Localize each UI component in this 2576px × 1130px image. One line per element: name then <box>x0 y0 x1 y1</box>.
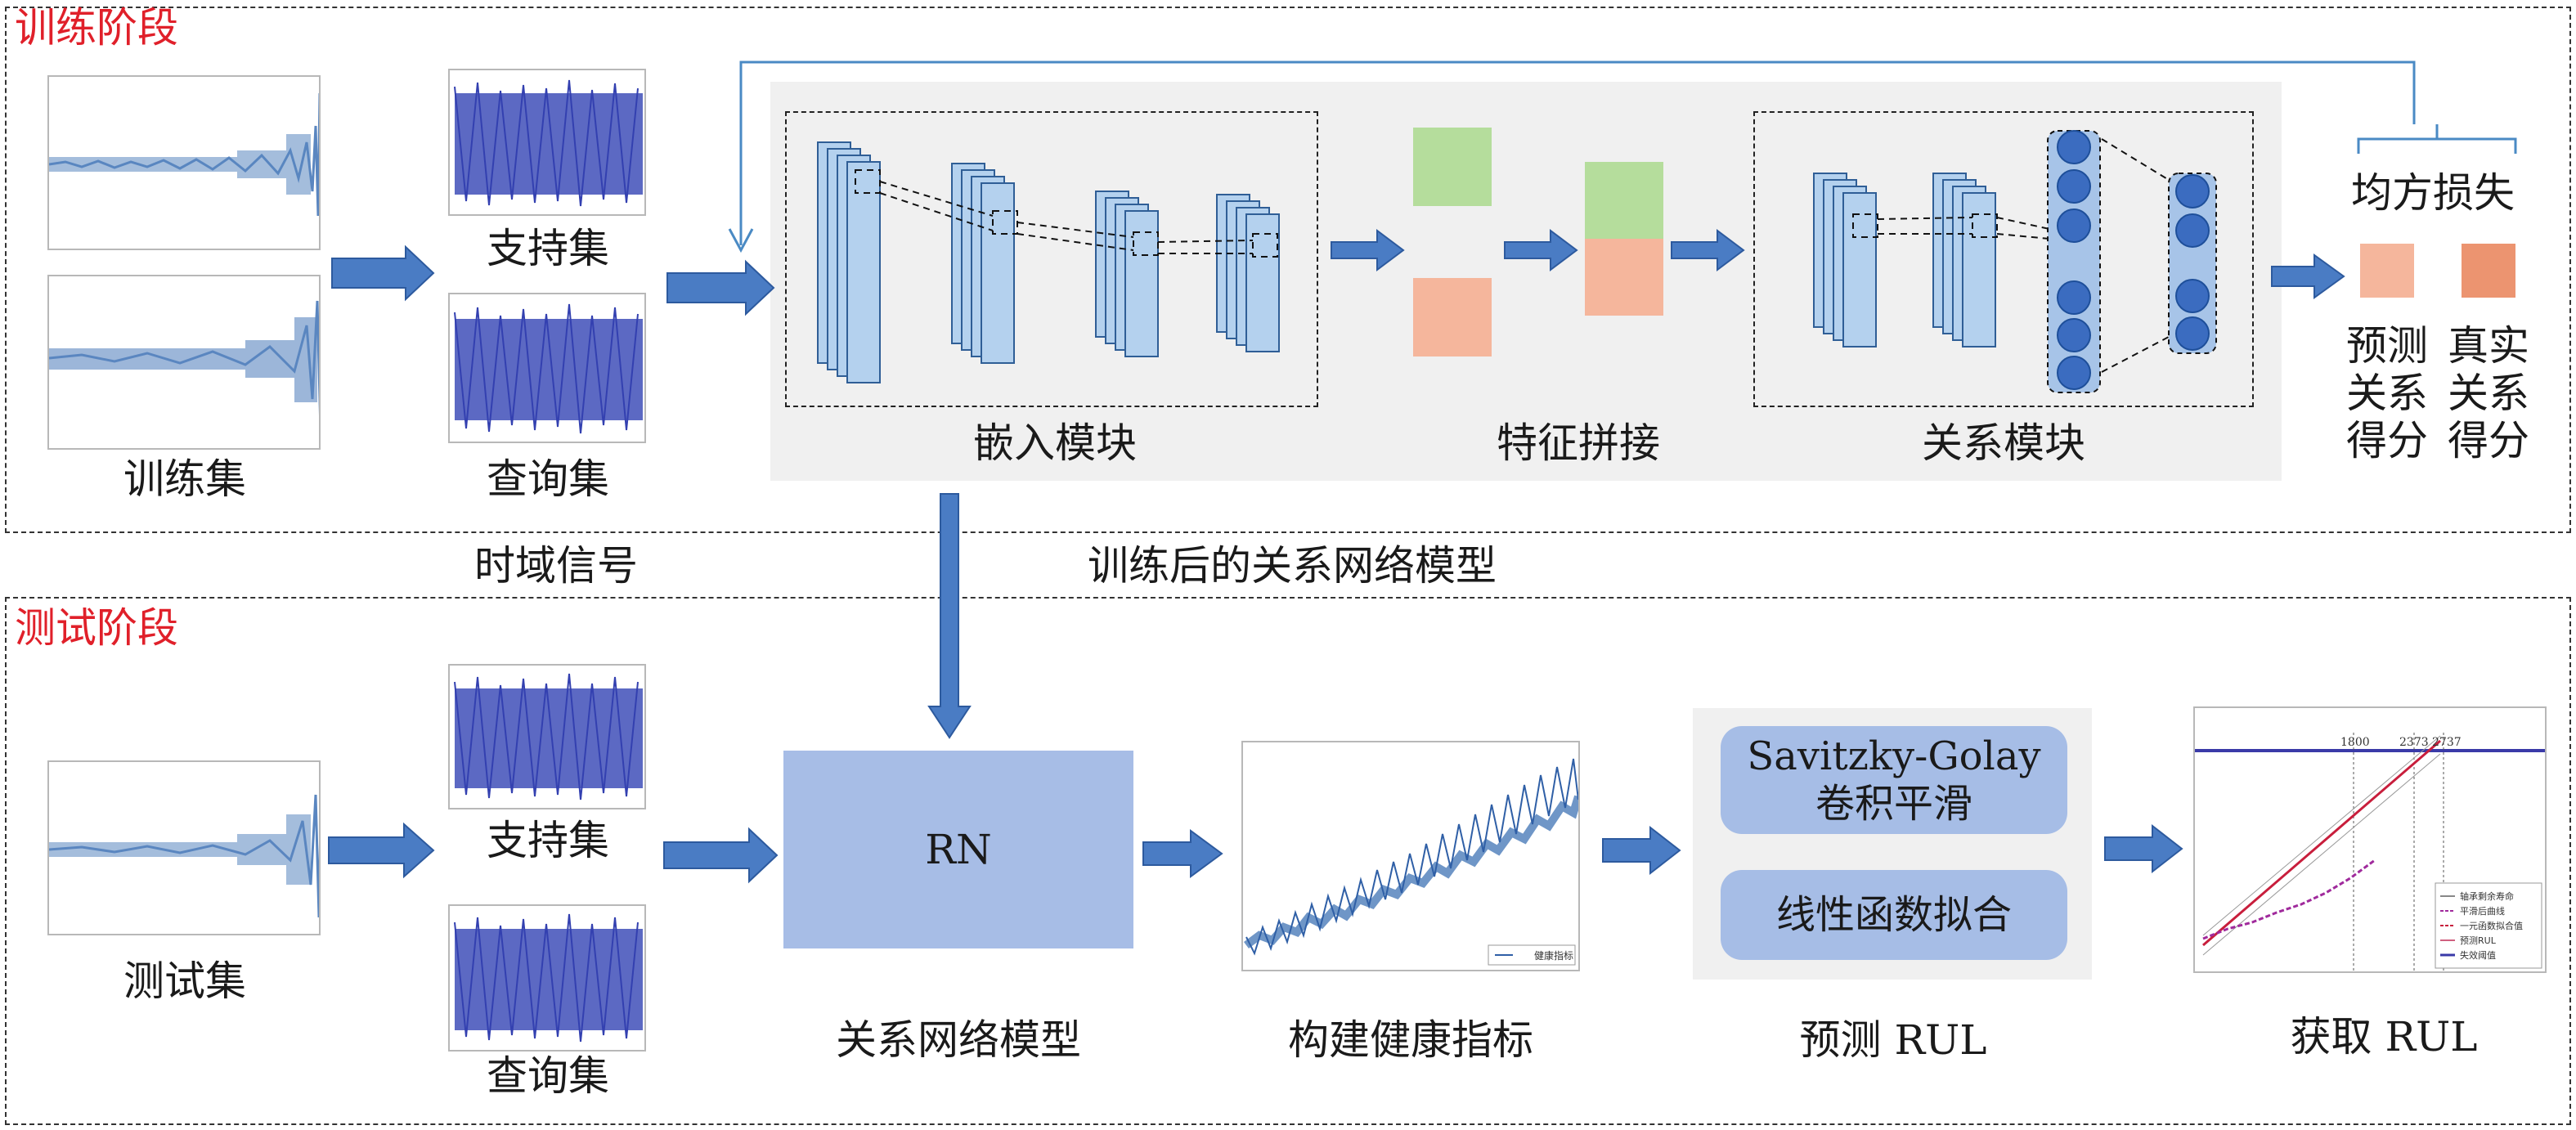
mse-loss-label: 均方损失 <box>2351 169 2515 217</box>
query-set-label-test: 查询集 <box>487 1052 609 1100</box>
obtain-rul-caption: 获取 RUL <box>2290 1013 2478 1060</box>
health-caption: 构建健康指标 <box>1288 1016 1533 1064</box>
time-signal-label: 时域信号 <box>474 542 638 590</box>
train-signal-2 <box>47 275 321 450</box>
rn-caption: 关系网络模型 <box>836 1016 1081 1064</box>
test-signal <box>47 760 321 935</box>
network-panel <box>770 82 2282 481</box>
predicted-score-square <box>2360 244 2414 298</box>
test-set-label: 测试集 <box>123 957 246 1005</box>
support-signal-train <box>448 69 646 216</box>
trained-model-label: 训练后的关系网络模型 <box>1088 542 1497 590</box>
training-stage-title: 训练阶段 <box>15 4 178 52</box>
support-set-label-test: 支持集 <box>487 817 609 864</box>
feature-salmon <box>1413 278 1492 356</box>
predicted-score-label: 预测关系得分 <box>2346 322 2428 464</box>
relation-module-label: 关系模块 <box>1922 419 2085 467</box>
rul-tick-1800: 1800 <box>2340 736 2370 749</box>
relation-module-box <box>1753 111 2254 407</box>
health-indicator-chart: 健康指标 <box>1241 741 1580 971</box>
support-signal-test <box>448 664 646 809</box>
rul-chart: 1800 2373 2737 轴承剩余寿命 平滑后曲线 一元函数拟合值 预测RU… <box>2193 706 2547 973</box>
savitzky-golay-pill: Savitzky-Golay 卷积平滑 <box>1721 726 2067 834</box>
health-legend-text: 健康指标 <box>1534 950 1574 962</box>
rn-box: RN <box>783 751 1133 948</box>
rul-legend-4: 预测RUL <box>2460 935 2496 946</box>
concat-salmon <box>1585 239 1663 316</box>
embedding-module-box <box>785 111 1318 407</box>
rul-legend-3: 一元函数拟合值 <box>2460 921 2523 931</box>
query-signal-train <box>448 293 646 443</box>
testing-stage-title: 测试阶段 <box>15 604 178 652</box>
train-set-label: 训练集 <box>123 455 246 503</box>
support-set-label-train: 支持集 <box>487 225 609 272</box>
training-stage-box <box>5 7 2571 533</box>
rul-tick-2373: 2373 <box>2399 736 2429 749</box>
rul-tick-2737: 2737 <box>2432 736 2462 749</box>
rul-legend-5: 失效阈值 <box>2460 950 2496 961</box>
linear-fit-pill: 线性函数拟合 <box>1721 870 2067 960</box>
savitzky-golay-text: Savitzky-Golay 卷积平滑 <box>1747 733 2041 827</box>
testing-stage-box <box>5 597 2571 1125</box>
query-set-label-train: 查询集 <box>487 455 609 503</box>
embedding-module-label: 嵌入模块 <box>973 419 1137 467</box>
true-score-square <box>2462 244 2515 298</box>
rul-legend-1: 轴承剩余寿命 <box>2460 891 2514 902</box>
feature-concat-label: 特征拼接 <box>1497 419 1660 467</box>
feature-green <box>1413 128 1492 206</box>
query-signal-test <box>448 904 646 1052</box>
rul-legend-2: 平滑后曲线 <box>2460 906 2505 917</box>
train-signal-1 <box>47 75 321 250</box>
true-score-label: 真实关系得分 <box>2448 322 2529 464</box>
concat-green <box>1585 162 1663 239</box>
predict-rul-caption: 预测 RUL <box>1799 1016 1987 1064</box>
